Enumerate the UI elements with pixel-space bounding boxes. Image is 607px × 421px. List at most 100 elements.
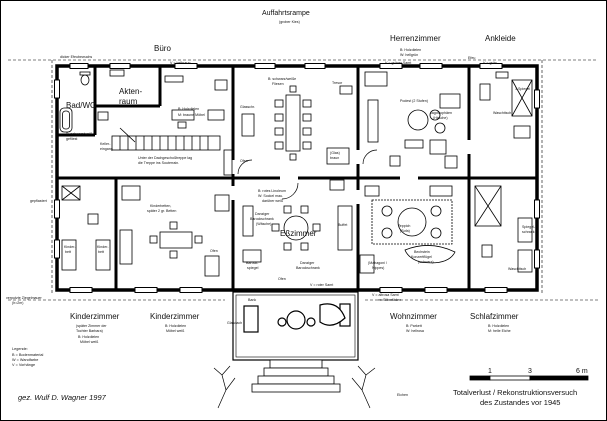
- note-kinder-left-b2: bett: [65, 250, 71, 254]
- note-danziger-2: Barockschrank: [250, 217, 274, 221]
- note-bad-g: gefliest: [66, 137, 78, 141]
- scale-label-6m: 6 m: [576, 368, 588, 375]
- note-ankleide-floor: V = grün: [483, 61, 497, 65]
- terrace: [232, 291, 359, 361]
- note-kinder-b2: später 2 gr. Betten: [147, 209, 177, 213]
- note-herren-floor: V = grüner Samt: [385, 61, 412, 65]
- note-ess-w: W: Sockel mau.: [258, 194, 284, 198]
- note-zieg-1: verputzte Ziegelmauer: [6, 296, 42, 300]
- note-ofen: Ofen: [240, 159, 248, 163]
- note-danziger-1: Danziger: [255, 212, 270, 216]
- signature: gez. Wulf D. Wagner 1997: [18, 393, 106, 402]
- room-label-ankleide: Ankleide: [485, 34, 516, 43]
- note-mahagoni-2: Nippes): [372, 266, 385, 270]
- staircase: [111, 127, 233, 176]
- footer-line-1: Totalverlust / Rekonstruktionsversuch: [453, 388, 578, 397]
- note-fluegel-3: (schwarz): [418, 260, 434, 264]
- note-kinder1-3: B: Holzdielen: [78, 335, 100, 339]
- room-label-wohnzimmer: Wohnzimmer: [390, 312, 437, 321]
- kids-room-left-furniture: [61, 185, 111, 271]
- note-barock-sp: Barock-: [246, 261, 259, 265]
- note-jagd-1: Jagdtrophäen: [430, 111, 452, 115]
- doors: [228, 140, 474, 204]
- note-mahagoni-1: (Mahagoni /: [368, 261, 387, 265]
- note-ess-w2: darüber weiß: [262, 199, 283, 203]
- room-label-aktenraum-2: raum: [119, 97, 138, 106]
- room-label-kinderzimmer-mid: Kinderzimmer: [150, 312, 200, 321]
- note-ess-fliesen-2: Fliesen: [272, 82, 284, 86]
- note-ankleide-spiegel: 1 Spiegel: [515, 87, 530, 91]
- note-bank: Bank: [248, 298, 257, 302]
- note-wohn-m: m: Silberfäden: [378, 298, 402, 302]
- note-akten-b: B: Holzdielen: [178, 107, 200, 111]
- scale-label-3: 3: [528, 368, 532, 375]
- note-danziger-4: Danziger: [300, 261, 315, 265]
- note-kinder-b: Kinderbetten,: [150, 204, 172, 208]
- bathroom-fixtures: [59, 71, 109, 133]
- note-jagd-2: (Hirsche): [433, 116, 448, 120]
- note-sofa: (Sofa): [400, 229, 410, 233]
- note-ofen3: Ofen: [278, 277, 286, 281]
- note-fluegel-2: Konzertflügel: [411, 255, 432, 259]
- note-glas-2: braun: [330, 156, 340, 160]
- dining-furniture: [242, 179, 353, 263]
- note-herren-b: B: Holzdielen: [400, 48, 422, 52]
- note-bad-b: B: schwarz/weiß: [66, 132, 93, 136]
- windows: [54, 63, 540, 293]
- scale-label-1: 1: [488, 368, 492, 375]
- note-kinder-left-b1: Kinder-: [64, 245, 76, 249]
- note-spiegel2: schrank: [522, 230, 535, 234]
- note-wohn-1: B: Parkett: [406, 324, 422, 328]
- room-label-schlafzimmer: Schlafzimmer: [470, 312, 519, 321]
- living-furniture: [359, 185, 456, 274]
- note-barock-sp2: spiegel: [247, 266, 259, 270]
- note-schlaf-2: M: helle Eiche: [488, 329, 511, 333]
- note-keller-1: Keller-: [100, 142, 111, 146]
- note-spiegel: Spiegel-: [522, 225, 536, 229]
- bedroom-furniture: [474, 185, 533, 273]
- note-ess-b: B: rotes Linoleum: [258, 189, 286, 193]
- note-kinder-left-c2: bett: [98, 250, 104, 254]
- note-podest: Podest (2 Stufen): [400, 99, 428, 103]
- kids-room-mid-furniture: [119, 185, 230, 277]
- note-keller-2: eingang: [100, 147, 113, 151]
- note-danziger-5: Barockschrank: [296, 266, 320, 270]
- note-wohn-2: W: hellrosa: [406, 329, 424, 333]
- note-kinder2-1: B: Holzdielen: [165, 324, 187, 328]
- note-gepflastert: gepflastert: [30, 199, 47, 203]
- legend-title: Legende:: [12, 347, 28, 351]
- room-label-bad-wc: Bad/WC: [66, 101, 96, 110]
- room-label-kinderzimmer-left: Kinderzimmer: [70, 312, 120, 321]
- note-glas-1: (Glas): [330, 151, 340, 155]
- note-herren-w: W: hellgrün: [400, 53, 419, 57]
- note-akten-m: M: braune Möbel: [178, 113, 205, 117]
- legend-v: V = Vorhänge: [12, 363, 36, 367]
- note-danziger-3: (Wäsche): [256, 222, 272, 226]
- note-glasschrank: Glasschr.: [240, 105, 255, 109]
- note-v-rot: V = roter Samt: [310, 283, 334, 287]
- note-kinder1-2: Tochter Barbara): [76, 329, 103, 333]
- note-efeu: Efeu: [468, 56, 476, 60]
- entrance-steps: [251, 359, 341, 393]
- note-kinder1-4: Möbel weiß: [80, 340, 99, 344]
- room-label-aktenraum-1: Akten-: [119, 87, 143, 96]
- scale-bar: [469, 375, 589, 381]
- note-treppe-2: die Treppe ins Souterrain.: [138, 161, 180, 165]
- note-teppich: Teppich: [398, 224, 411, 228]
- page-subtitle: (grober Kies): [279, 20, 300, 24]
- dressing-furniture: [479, 71, 533, 139]
- site-lines: [8, 59, 598, 301]
- page-title: Auffahrtsrampe: [262, 10, 310, 17]
- note-waschtisch-left: Waschtisch: [493, 111, 512, 115]
- note-ofen2: Ofen: [210, 249, 218, 253]
- note-kinder-left-c: Kinder-: [97, 245, 109, 249]
- room-label-buero: Büro: [154, 44, 171, 53]
- note-buffet: Buffet: [338, 223, 348, 227]
- note-eichen: Eichen: [397, 393, 408, 397]
- note-schlaf-1: B: Holzdielen: [488, 324, 510, 328]
- note-tresor: Tresor: [332, 81, 343, 85]
- note-kinder1-1: (später Zimmer der: [76, 324, 107, 328]
- tree-sketches: [213, 365, 376, 409]
- note-ess-fliesen-1: B: schwarz/weiße: [268, 77, 297, 81]
